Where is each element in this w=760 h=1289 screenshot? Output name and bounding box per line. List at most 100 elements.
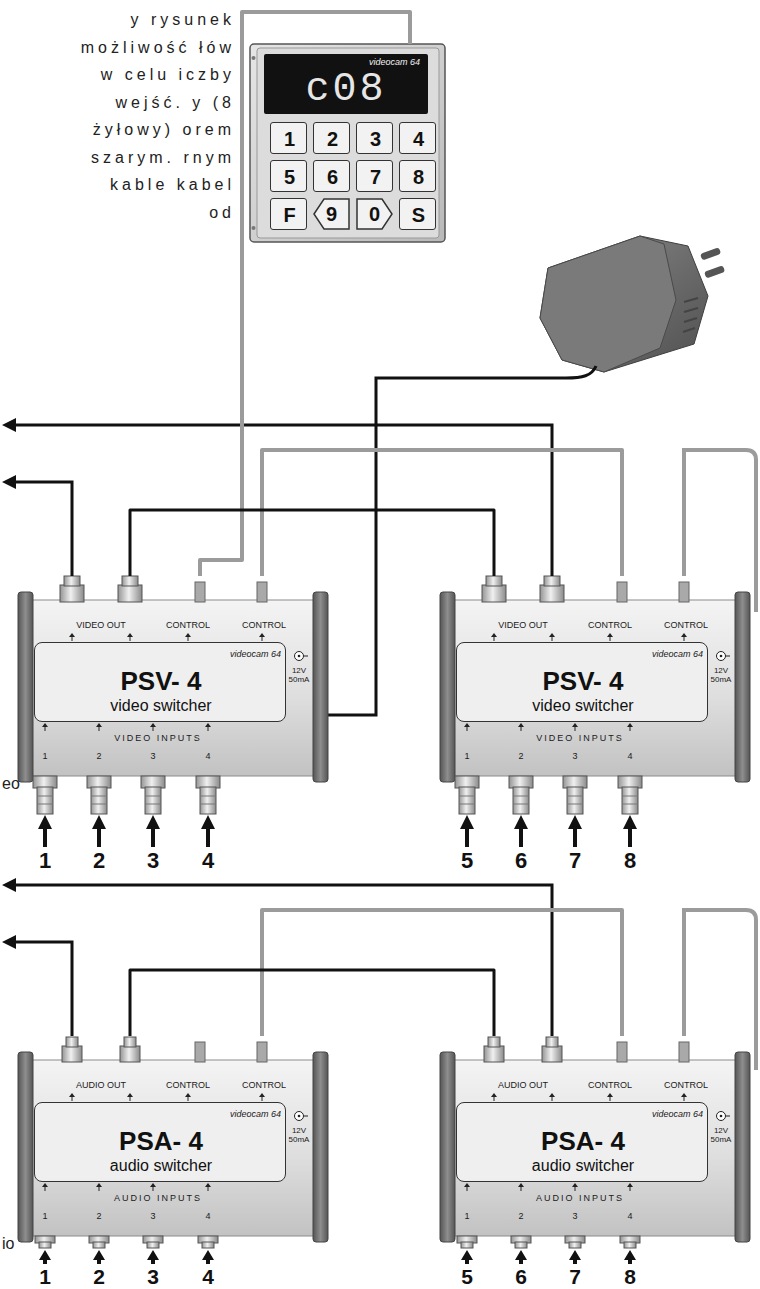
audio-switcher-drawing xyxy=(18,1037,328,1248)
input-arrow xyxy=(45,1258,630,1264)
connector-group xyxy=(130,12,622,1036)
port-label: CONTROL xyxy=(664,1081,708,1091)
port-label: VIDEO OUT xyxy=(498,621,548,631)
plug-prong xyxy=(700,247,721,260)
inputs-label: AUDIO INPUTS xyxy=(536,1194,624,1204)
front-panel: videocam 64PSV- 4video switcher xyxy=(34,642,286,722)
port-label: CONTROL xyxy=(166,1081,210,1091)
input-number: 4 xyxy=(205,752,210,762)
port-label: CONTROL xyxy=(588,1081,632,1091)
port-label: AUDIO OUT xyxy=(498,1081,548,1091)
input-number: 3 xyxy=(150,752,155,762)
input-number: 5 xyxy=(461,849,473,873)
keypad-key: 1 xyxy=(270,122,307,154)
audio-cable xyxy=(130,970,494,1036)
output-arrow-head xyxy=(2,418,16,489)
key-label: 2 xyxy=(327,128,338,150)
key-outline xyxy=(357,199,392,229)
brand-label: videocam 64 xyxy=(369,58,420,68)
input-number: 4 xyxy=(205,1212,210,1222)
inputs-label: VIDEO INPUTS xyxy=(536,734,624,744)
input-number: 2 xyxy=(96,1212,101,1222)
port-label: VIDEO OUT xyxy=(76,621,126,631)
input-number: 1 xyxy=(39,849,51,873)
device-type: audio switcher xyxy=(110,1157,212,1175)
front-panel: videocam 64 PSA- 4audio switcher xyxy=(456,1102,708,1182)
led-display xyxy=(264,54,428,114)
keypad-key: 2 xyxy=(313,122,350,154)
input-number: 1 xyxy=(42,1212,47,1222)
switcher-unit: VIDEO OUTCONTROLCONTROL12V 50mAVIDEO INP… xyxy=(18,576,328,814)
input-number: 8 xyxy=(624,849,636,873)
controller-front xyxy=(257,48,439,238)
audio-switcher-drawing xyxy=(440,1037,750,1248)
port-label: CONTROL xyxy=(242,621,286,631)
input-number: 7 xyxy=(569,1265,581,1288)
adapter-vents xyxy=(683,298,698,332)
input-number: 2 xyxy=(518,1212,523,1222)
controller-case xyxy=(250,44,445,242)
output-cable xyxy=(14,425,552,576)
keypad-key: F xyxy=(270,198,307,230)
switcher-unit: AUDIO OUTCONTROLCONTROL12V 50mAAUDIO INP… xyxy=(18,1036,328,1248)
video-switcher-drawing xyxy=(440,576,750,814)
input-number: 6 xyxy=(515,1265,527,1288)
input-number: 3 xyxy=(572,1212,577,1222)
key-label: 9 xyxy=(326,203,337,225)
front-panel: videocam 64PSA- 4audio switcher xyxy=(34,1102,286,1182)
input-number: 2 xyxy=(93,1265,105,1288)
input-arrow-head xyxy=(38,815,637,829)
video-cable xyxy=(130,510,494,576)
port-label: CONTROL xyxy=(242,1081,286,1091)
control-cable xyxy=(684,450,756,612)
switcher-unit: VIDEO OUTCONTROLCONTROL12V 50mAVIDEO INP… xyxy=(440,576,750,814)
keypad-key: 9 xyxy=(313,198,350,230)
key-label: S xyxy=(412,204,425,226)
key-label: 0 xyxy=(369,203,380,225)
input-number: 3 xyxy=(147,1265,159,1288)
brand-label: videocam 64 xyxy=(652,1110,703,1120)
inputs-label: AUDIO INPUTS xyxy=(114,1194,202,1204)
screw xyxy=(252,226,256,230)
input-arrow-head xyxy=(39,1250,636,1260)
video-switcher-drawing xyxy=(18,576,328,814)
input-number: 2 xyxy=(518,752,523,762)
adapter-body xyxy=(540,236,708,372)
keypad-key: 8 xyxy=(399,160,436,192)
input-number: 6 xyxy=(515,849,527,873)
adapter-face xyxy=(540,236,676,372)
input-number: 1 xyxy=(39,1265,51,1288)
output-arrow-head xyxy=(2,878,16,949)
key-label: 1 xyxy=(284,128,295,150)
control-cable xyxy=(262,910,622,1036)
key-outline xyxy=(314,199,349,229)
key-label: 6 xyxy=(327,166,338,188)
keypad-key: 3 xyxy=(356,122,393,154)
controller-housing xyxy=(250,44,445,242)
input-arrow xyxy=(45,826,630,847)
device-type: audio switcher xyxy=(532,1157,634,1175)
input-number: 3 xyxy=(150,1212,155,1222)
port-label: CONTROL xyxy=(664,621,708,631)
power-rating: 12V 50mA xyxy=(286,667,312,685)
display-readout: c08 xyxy=(305,68,386,112)
plug-prong xyxy=(704,265,725,278)
input-number: 1 xyxy=(464,1212,469,1222)
inputs-label: VIDEO INPUTS xyxy=(114,734,202,744)
input-number: 3 xyxy=(147,849,159,873)
key-label: 3 xyxy=(370,128,381,150)
model-name: PSA- 4 xyxy=(541,1127,625,1156)
input-number: 1 xyxy=(464,752,469,762)
input-number: 7 xyxy=(569,849,581,873)
power-rating: 12V 50mA xyxy=(286,1127,312,1145)
screw xyxy=(252,56,256,60)
keypad-key: 4 xyxy=(399,122,436,154)
description-text: y rysunek możliwość łów w celu iczby wej… xyxy=(80,6,235,226)
brand-label: videocam 64 xyxy=(230,650,281,660)
power-adapter xyxy=(540,236,725,372)
input-number: 5 xyxy=(461,1265,473,1288)
key-label: 5 xyxy=(284,166,295,188)
keypad-key: 0 xyxy=(356,198,393,230)
keypad-key: 6 xyxy=(313,160,350,192)
